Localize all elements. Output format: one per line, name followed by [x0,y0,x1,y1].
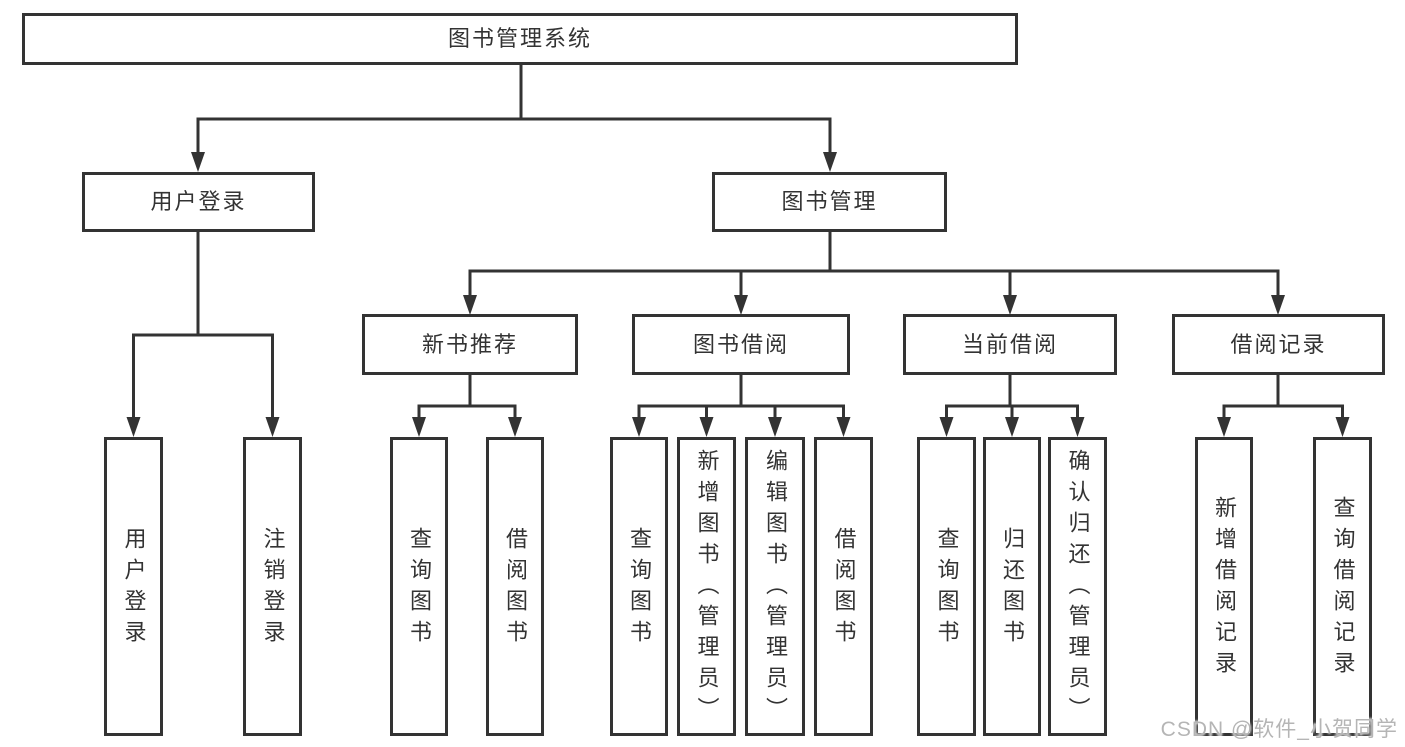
connector-records-to-leaves [1222,375,1344,433]
node-new-book-recommendation: 新书推荐 [362,314,578,375]
leaf-return-books: 归还图书 [983,437,1041,736]
leaf-borrow-books-borrowing: 借阅图书 [814,437,873,736]
leaf-add-borrow-record: 新增借阅记录 [1195,437,1253,736]
node-book-management: 图书管理 [712,172,947,232]
connector-userlogin-to-leaves [132,232,274,433]
leaf-query-books-current: 查询图书 [917,437,976,736]
leaf-borrow-books-recommend: 借阅图书 [486,437,544,736]
node-user-login: 用户登录 [82,172,315,232]
connector-newbook-to-leaves [417,375,517,433]
connector-current-to-leaves [945,375,1079,433]
leaf-user-login: 用户登录 [104,437,163,736]
watermark: CSDN @软件_小贺同学 [1160,718,1398,741]
leaf-logout: 注销登录 [243,437,302,736]
leaf-confirm-return-admin: 确认归还（管理员） [1048,437,1107,736]
leaf-add-books-admin: 新增图书（管理员） [677,437,736,736]
connector-borrowing-to-leaves [637,375,845,433]
leaf-query-borrow-record: 查询借阅记录 [1313,437,1372,736]
leaf-edit-books-admin: 编辑图书（管理员） [745,437,805,736]
node-root-system: 图书管理系统 [22,13,1018,65]
connector-bookmgmt-to-level3 [468,232,1280,311]
node-current-borrowing: 当前借阅 [903,314,1117,375]
connector-root-to-level2 [196,65,832,168]
node-borrowing-records: 借阅记录 [1172,314,1385,375]
leaf-query-books-recommend: 查询图书 [390,437,448,736]
leaf-query-books-borrowing: 查询图书 [610,437,668,736]
node-book-borrowing: 图书借阅 [632,314,850,375]
